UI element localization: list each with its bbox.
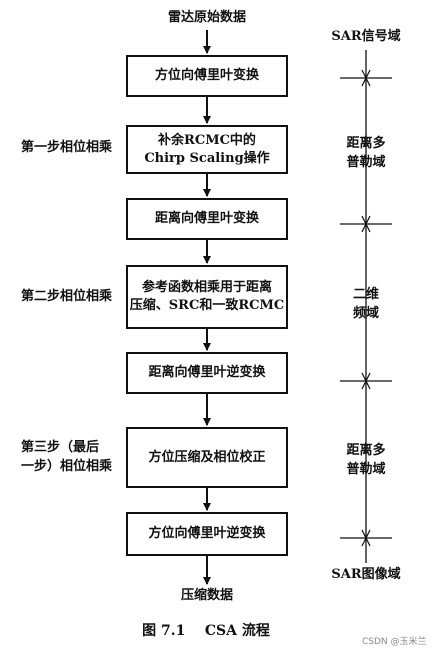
process-box-azimuth-compression: 方位压缩及相位校正 (126, 427, 288, 488)
box-text: 参考函数相乘用于距离 (141, 280, 272, 295)
input-label: 雷达原始数据 (167, 10, 246, 25)
domain-label-range-doppler-1a: 距离多 (346, 136, 386, 151)
box-text: 方位向傅里叶变换 (154, 68, 259, 83)
domain-label-sar-signal: SAR信号域 (331, 29, 401, 44)
output-label: 压缩数据 (180, 588, 233, 603)
process-box-chirp-scaling: 补余RCMC中的 Chirp Scaling操作 (126, 125, 288, 174)
process-box-reference-multiply: 参考函数相乘用于距离 压缩、SRC和一致RCMC (126, 265, 288, 329)
box-text: 方位压缩及相位校正 (148, 449, 266, 465)
domain-label-2d-freq-a: 二维 (352, 287, 379, 302)
box-text: 补余RCMC中的 (158, 132, 256, 148)
process-box-azimuth-ifft: 方位向傅里叶逆变换 (126, 512, 288, 556)
step-label-3b: 一步）相位相乘 (21, 459, 113, 474)
domain-label-range-doppler-2b: 普勒域 (346, 462, 386, 477)
box-text: Chirp Scaling操作 (144, 150, 270, 166)
step-label-3a: 第三步（最后 (21, 440, 100, 455)
box-text: 距离向傅里叶变换 (154, 211, 259, 226)
domain-tick-4 (340, 529, 392, 547)
box-text: 方位向傅里叶逆变换 (148, 526, 266, 541)
process-box-range-ifft: 距离向傅里叶逆变换 (126, 352, 288, 394)
domain-tick-3 (340, 372, 392, 390)
domain-tick-1 (340, 69, 392, 87)
domain-tick-2 (340, 215, 392, 233)
box-text: 压缩、SRC和一致RCMC (129, 298, 285, 313)
watermark: CSDN @玉米兰 (362, 637, 427, 647)
domain-label-range-doppler-2a: 距离多 (346, 443, 386, 458)
figure-caption: 图 7.1 CSA 流程 (142, 623, 270, 639)
box-text: 距离向傅里叶逆变换 (148, 365, 266, 380)
process-box-range-fft: 距离向傅里叶变换 (126, 198, 288, 240)
domain-label-range-doppler-1b: 普勒域 (346, 155, 386, 170)
domain-label-sar-image: SAR图像域 (331, 567, 401, 582)
step-label-2: 第二步相位相乘 (21, 289, 113, 304)
domain-label-2d-freq-b: 频域 (352, 306, 379, 321)
step-label-1: 第一步相位相乘 (21, 140, 113, 155)
process-box-azimuth-fft: 方位向傅里叶变换 (126, 55, 288, 97)
